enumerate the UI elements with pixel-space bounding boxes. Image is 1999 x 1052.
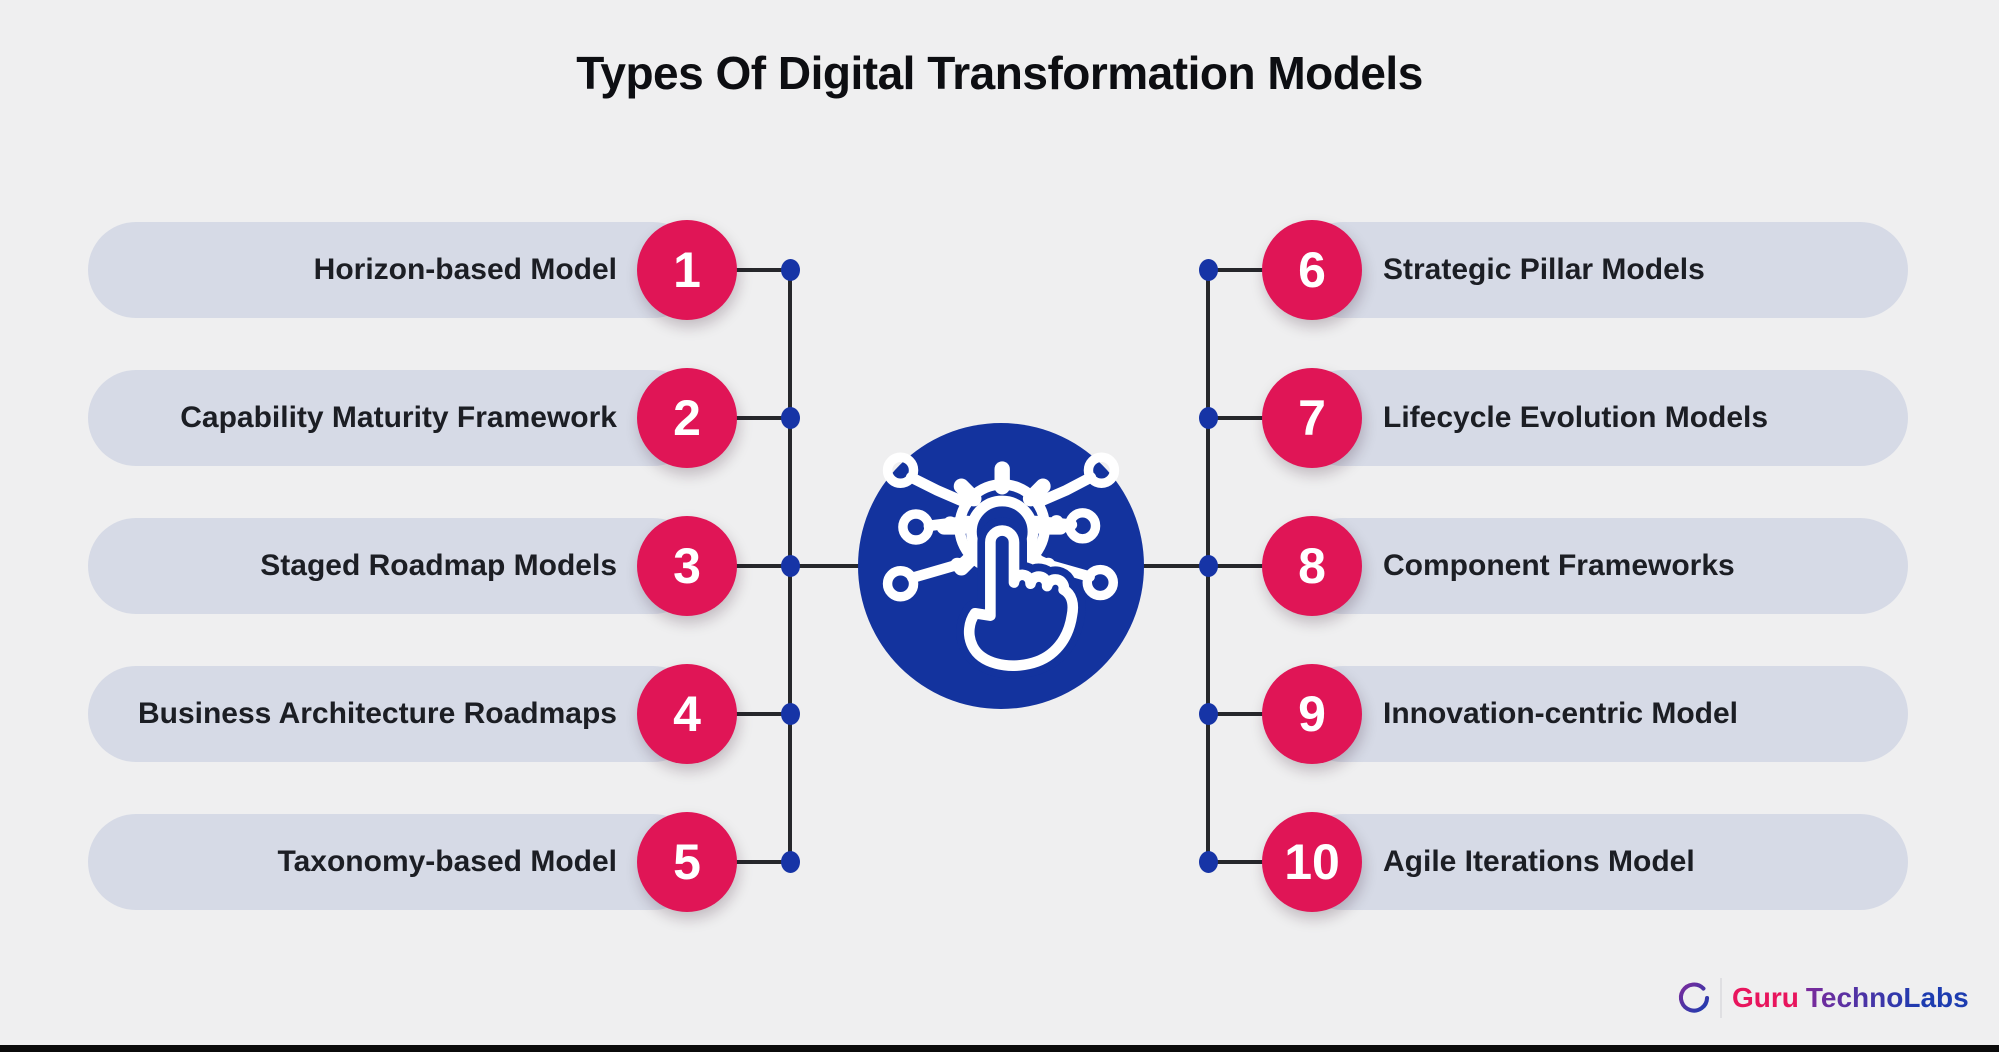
logo-text-guru: Guru [1732, 982, 1799, 1013]
junction-dot [1199, 851, 1218, 873]
junction-dot [781, 555, 800, 577]
model-label: Business Architecture Roadmaps [137, 697, 617, 730]
junction-dot [781, 259, 800, 281]
model-label: Taxonomy-based Model [277, 845, 618, 878]
model-pill-3: Staged Roadmap Models [88, 518, 701, 614]
junction-dot [781, 407, 800, 429]
number-badge-4: 4 [637, 664, 737, 764]
connector-stub [700, 712, 792, 716]
junction-dot [781, 851, 800, 873]
model-pill-8: Component Frameworks [1295, 518, 1908, 614]
connector-stub [700, 416, 792, 420]
number-badge-9: 9 [1262, 664, 1362, 764]
junction-dot [1199, 259, 1218, 281]
number-badge-10: 10 [1262, 812, 1362, 912]
junction-dot [1199, 555, 1218, 577]
touch-gear-network-icon [882, 452, 1120, 679]
bottom-black-bar [0, 1045, 1999, 1052]
number-badge-1: 1 [637, 220, 737, 320]
model-pill-9: Innovation-centric Model [1295, 666, 1908, 762]
connector-stub [700, 860, 792, 864]
model-pill-4: Business Architecture Roadmaps [88, 666, 701, 762]
number-badge-8: 8 [1262, 516, 1362, 616]
model-label: Lifecycle Evolution Models [1383, 401, 1769, 434]
model-label: Component Frameworks [1383, 549, 1735, 582]
number-badge-2: 2 [637, 368, 737, 468]
model-pill-1: Horizon-based Model [88, 222, 701, 318]
number-badge-3: 3 [637, 516, 737, 616]
model-pill-6: Strategic Pillar Models [1295, 222, 1908, 318]
connector-stub [1206, 268, 1298, 272]
connector-stub [700, 268, 792, 272]
logo-divider [1720, 978, 1722, 1018]
connector-stub [1206, 712, 1298, 716]
number-badge-6: 6 [1262, 220, 1362, 320]
model-label: Capability Maturity Framework [180, 401, 617, 434]
number-badge-5: 5 [637, 812, 737, 912]
model-pill-10: Agile Iterations Model [1295, 814, 1908, 910]
connector-stub [1206, 860, 1298, 864]
model-label: Innovation-centric Model [1383, 697, 1739, 730]
model-label: Staged Roadmap Models [260, 549, 617, 582]
model-pill-2: Capability Maturity Framework [88, 370, 701, 466]
model-label: Strategic Pillar Models [1383, 253, 1705, 286]
model-pill-7: Lifecycle Evolution Models [1295, 370, 1908, 466]
central-hub-circle [858, 423, 1144, 709]
page-title: Types Of Digital Transformation Models [576, 47, 1423, 99]
g-t-monogram-icon [1678, 982, 1710, 1013]
junction-dot [1199, 407, 1218, 429]
model-label: Agile Iterations Model [1383, 845, 1695, 878]
model-label: Horizon-based Model [313, 253, 617, 286]
connector-stub [1206, 416, 1298, 420]
model-pill-5: Taxonomy-based Model [88, 814, 701, 910]
junction-dot [1199, 703, 1218, 725]
junction-dot [781, 703, 800, 725]
number-badge-7: 7 [1262, 368, 1362, 468]
logo-text-technolabs: TechnoLabs [1805, 982, 1969, 1013]
